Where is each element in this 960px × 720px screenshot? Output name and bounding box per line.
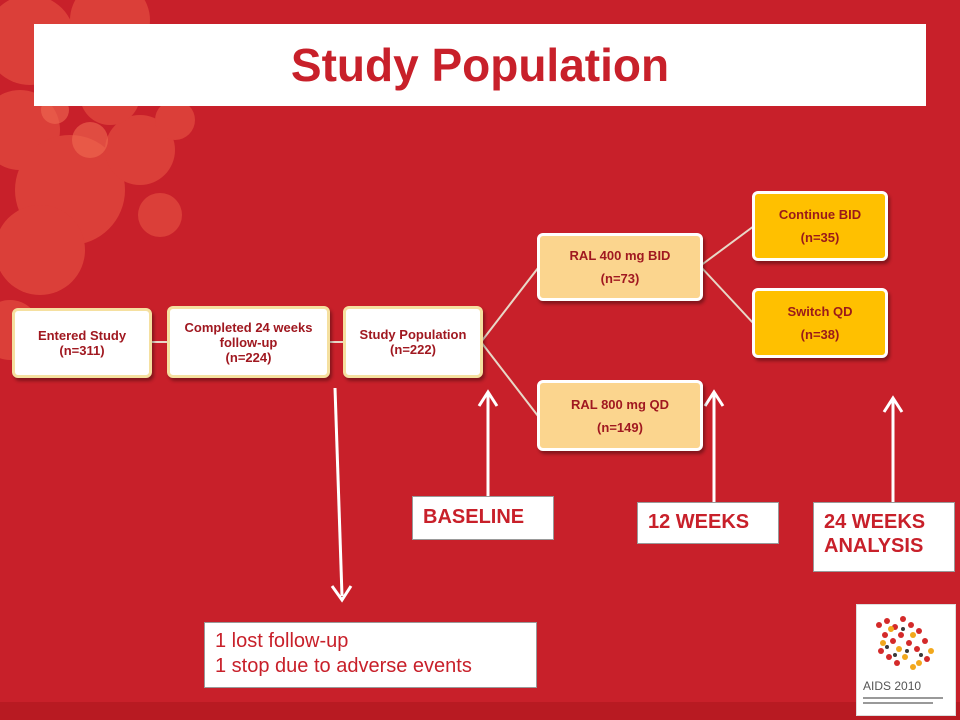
baseline-label: BASELINE: [412, 496, 554, 540]
study-population-count: (n=222): [390, 342, 436, 357]
continue-bid-label: Continue BID: [778, 207, 862, 222]
ral-400-count: (n=73): [600, 271, 640, 286]
logo-figure-icon: [876, 616, 934, 670]
week24-text-line2: ANALYSIS: [824, 535, 924, 557]
completed-count: (n=224): [225, 349, 272, 365]
study-population-box: Study Population (n=222): [343, 306, 483, 378]
ral-800-box: RAL 800 mg QD (n=149): [537, 380, 703, 451]
aids-2010-logo: AIDS 2010: [856, 604, 956, 716]
dropout-note-line1: 1 lost follow-up: [215, 630, 349, 652]
dropout-note-line2: 1 stop due to adverse events: [215, 655, 472, 677]
page-title: Study Population: [290, 39, 670, 91]
switch-qd-count: (n=38): [800, 327, 840, 342]
switch-qd-box: Switch QD (n=38): [752, 288, 888, 358]
continue-bid-count: (n=35): [800, 230, 840, 245]
ral-400-label: RAL 400 mg BID: [569, 248, 671, 263]
week24-label: 24 WEEKS ANALYSIS: [813, 502, 955, 572]
entered-study-label: Entered Study: [37, 328, 127, 343]
completed-label: Completed 24 weeks follow-up: [184, 319, 313, 350]
ral-400-box: RAL 400 mg BID (n=73): [537, 233, 703, 301]
continue-bid-box: Continue BID (n=35): [752, 191, 888, 261]
switch-qd-label: Switch QD: [787, 304, 853, 319]
week12-label: 12 WEEKS: [637, 502, 779, 544]
logo-text: AIDS 2010: [863, 679, 922, 693]
week24-text-line1: 24 WEEKS: [824, 511, 926, 533]
study-population-label: Study Population: [359, 327, 467, 342]
logo-fine-print: [863, 697, 943, 704]
title-bar: Study Population: [34, 24, 926, 106]
dropout-note: 1 lost follow-up 1 stop due to adverse e…: [204, 622, 537, 688]
completed-box: Completed 24 weeks follow-up (n=224): [167, 306, 330, 378]
ral-800-count: (n=149): [597, 419, 643, 435]
entered-study-box: Entered Study (n=311): [12, 308, 152, 378]
ral-800-label: RAL 800 mg QD: [570, 396, 669, 412]
entered-study-count: (n=311): [59, 343, 105, 358]
week12-text: 12 WEEKS: [648, 511, 750, 533]
baseline-text: BASELINE: [423, 506, 525, 528]
